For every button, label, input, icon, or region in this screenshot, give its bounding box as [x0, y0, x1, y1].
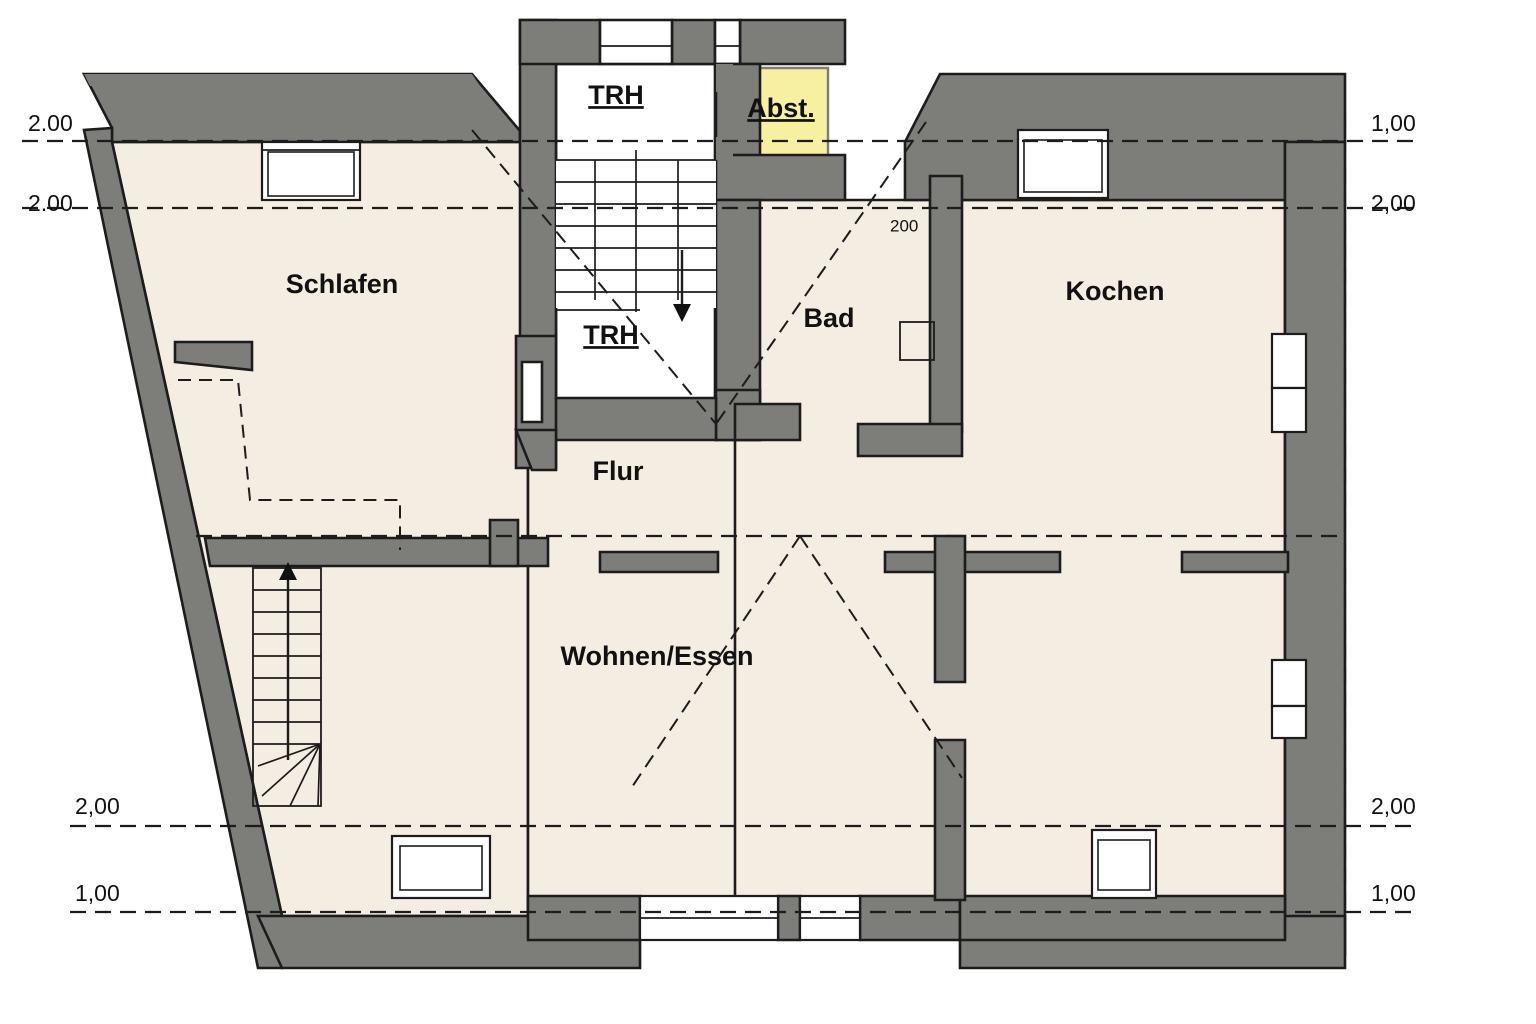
window-schlafen-top-inner	[267, 151, 355, 197]
stair-direction-arrow-up	[279, 562, 297, 760]
stair-stringers	[594, 150, 679, 312]
wall-schlafen-wohnen	[203, 536, 550, 568]
window-kochen-bottom-inner	[1097, 839, 1151, 891]
wall-notch-b	[716, 137, 733, 160]
opening-top-left	[598, 18, 674, 66]
wall-right-exterior	[1283, 140, 1347, 957]
dim-label-left-top-2: 2.00	[28, 190, 73, 216]
window-kochen-top-inner	[1023, 139, 1103, 193]
wall-bad-kochen	[928, 174, 964, 434]
wall-notch-a	[716, 64, 733, 92]
fixture-bad-basin	[899, 321, 935, 361]
wall-top-left-eave	[84, 74, 480, 86]
wall-stairwell-right-band	[714, 153, 847, 202]
roof-diagonal-right	[715, 121, 927, 425]
wall-stairwell-bottom	[546, 396, 718, 442]
window-wohnen-bottom-inner	[399, 845, 483, 891]
dim-label-left-bottom-1: 2,00	[75, 793, 120, 819]
wall-kitchen-cross-v	[933, 534, 967, 684]
dim-label-left-bottom-2: 1,00	[75, 880, 120, 906]
wall-stairwell-top-right	[738, 18, 847, 66]
wall-stairwell-left-angled	[514, 428, 558, 472]
stair-direction-arrow-down	[673, 250, 691, 322]
wall-bottom-center-left	[526, 894, 642, 942]
wall-wohnen-kitchen-lower	[933, 738, 967, 902]
dimension-lines	[22, 118, 1420, 930]
wall-stairwell-top-mid	[670, 18, 717, 66]
wall-bad-bottom	[856, 422, 964, 458]
room-label-bad: Bad	[803, 303, 854, 333]
room-labels: Schlafen TRH Abst. TRH Bad Kochen Flur W…	[286, 80, 1165, 671]
window-right-upper-2	[1270, 386, 1308, 434]
wall-schlafen-stub	[173, 340, 254, 372]
wall-bad-left-bottom	[733, 402, 802, 442]
stair-flight-left-bg	[556, 160, 636, 308]
wall-flur-stub-left	[488, 518, 520, 568]
wall-corridor-stub-center	[598, 550, 720, 574]
room-label-trh-lower: TRH	[583, 320, 639, 350]
room-label-schlafen: Schlafen	[286, 269, 399, 299]
wall-bottom-center-mullion	[776, 894, 802, 942]
room-label-kochen: Kochen	[1065, 276, 1164, 306]
room-label-flur: Flur	[593, 456, 644, 486]
closet-outline	[178, 379, 401, 550]
stair-run-wohnen	[252, 562, 322, 807]
window-right-upper	[1270, 332, 1308, 390]
roof-hip-left	[629, 535, 801, 791]
dim-label-bad-height: 200	[890, 216, 918, 235]
schlafen-closet-dashed	[178, 379, 401, 550]
wall-bottom-right-band	[958, 894, 1287, 942]
dimension-labels: 2.00 2.00 1,00 2,00 2,00 1,00 2,00 1,00 …	[28, 110, 1416, 906]
stairwell-core	[514, 18, 847, 472]
dim-label-right-top-2: 2,00	[1371, 190, 1416, 216]
wall-bottom-center-right	[858, 894, 962, 942]
wall-niche-slot	[520, 360, 544, 424]
dim-label-right-bottom-1: 2,00	[1371, 793, 1416, 819]
wall-right-stub	[1180, 550, 1290, 574]
dim-label-left-top-1: 2.00	[28, 110, 73, 136]
wall-top-right-outer	[903, 72, 1347, 202]
room-label-trh-upper: TRH	[588, 80, 644, 110]
wall-stairwell-top-left	[518, 18, 602, 66]
roof-hip-right	[799, 535, 963, 779]
roof-slope-dashed-lines	[471, 121, 963, 791]
room-label-wohnen-essen: Wohnen/Essen	[560, 641, 753, 671]
window-right-lower	[1270, 658, 1308, 708]
wall-kitchen-cross-h	[883, 550, 1062, 574]
stair-wohnen-winders	[257, 743, 321, 807]
roof-diagonal-left	[471, 129, 717, 425]
dim-label-right-top-1: 1,00	[1371, 110, 1416, 136]
window-right-lower-2	[1270, 704, 1308, 740]
opening-top-right	[713, 18, 742, 66]
interior-walls	[173, 174, 1290, 902]
room-label-abstellraum: Abst.	[747, 93, 815, 123]
stair-run-trh	[556, 150, 716, 322]
dim-label-right-bottom-2: 1,00	[1371, 880, 1416, 906]
